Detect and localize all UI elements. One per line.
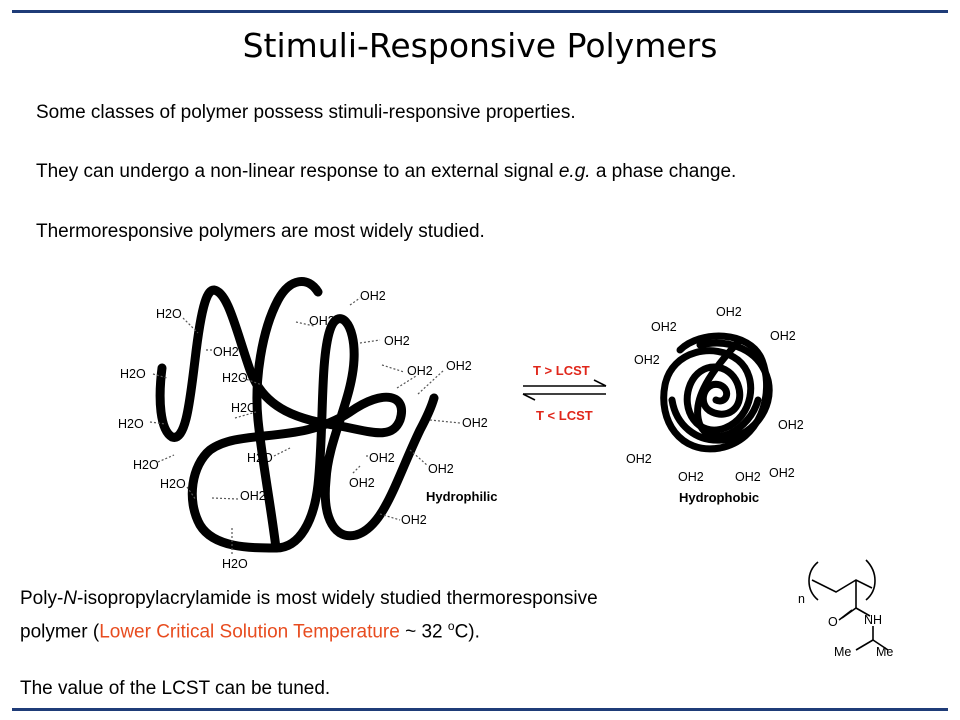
hydrogen-bond-dots (149, 297, 461, 555)
water-h2o: H2O (133, 458, 159, 472)
water-h2o: H2O (160, 477, 186, 491)
slide-title: Stimuli-Responsive Polymers (242, 26, 718, 65)
pnipam-structure (808, 559, 889, 651)
carbonyl-oxygen: O (828, 615, 838, 629)
hydrophobic-label: Hydrophobic (679, 490, 759, 505)
bottom-line-1-n: N (63, 588, 78, 609)
bottom-line-1-a: Poly- (20, 588, 64, 609)
reverse-condition: T < LCST (536, 408, 593, 423)
water-oh2: OH2 (770, 329, 796, 343)
water-oh2: OH2 (384, 334, 410, 348)
water-h2o: H2O (231, 401, 257, 415)
water-h2o: H2O (247, 451, 273, 465)
bottom-line-3: The value of the LCST can be tuned. (20, 678, 331, 699)
hydrophilic-label: Hydrophilic (426, 489, 498, 504)
intro-line-2-a: They can undergo a non-linear response t… (36, 161, 559, 182)
water-oh2: OH2 (462, 416, 488, 430)
bottom-line-2: polymer (Lower Critical Solution Tempera… (20, 619, 480, 643)
water-oh2: OH2 (401, 513, 427, 527)
bottom-line-2-c: C). (454, 621, 480, 643)
water-oh2: OH2 (309, 314, 335, 328)
water-oh2: OH2 (446, 359, 472, 373)
water-h2o: H2O (222, 557, 248, 571)
intro-line-3: Thermoresponsive polymers are most widel… (36, 221, 485, 242)
water-oh2: OH2 (369, 451, 395, 465)
water-oh2: OH2 (407, 364, 433, 378)
water-oh2: OH2 (651, 320, 677, 334)
bottom-line-2-b: ~ 32 (399, 621, 448, 643)
water-oh2: OH2 (634, 353, 660, 367)
intro-line-2-b: a phase change. (590, 161, 737, 182)
water-oh2: OH2 (240, 489, 266, 503)
water-oh2: OH2 (213, 345, 239, 359)
water-h2o: H2O (118, 417, 144, 431)
methyl-right: Me (876, 645, 893, 659)
water-molecules-hydrophilic: H2O OH2 H2O H2O H2O H2O H2O H2O H2O OH2 … (118, 289, 488, 571)
water-h2o: H2O (120, 367, 146, 381)
water-oh2: OH2 (349, 476, 375, 490)
top-rule (12, 10, 948, 13)
water-oh2: OH2 (360, 289, 386, 303)
amide-nh: NH (864, 613, 882, 627)
water-oh2: OH2 (769, 466, 795, 480)
water-h2o: H2O (222, 371, 248, 385)
equilibrium-arrows: T > LCST T < LCST (522, 363, 607, 423)
collapsed-globule (660, 332, 773, 453)
intro-line-2: They can undergo a non-linear response t… (36, 161, 736, 183)
intro-line-1: Some classes of polymer possess stimuli-… (36, 102, 576, 123)
water-oh2: OH2 (428, 462, 454, 476)
repeat-n: n (798, 592, 805, 606)
bottom-line-2-a: polymer ( (20, 621, 100, 643)
lcst-term: Lower Critical Solution Temperature (99, 621, 400, 643)
bottom-rule (12, 708, 948, 711)
water-oh2: OH2 (735, 470, 761, 484)
extended-coil (155, 277, 439, 553)
bottom-line-1-b: -isopropylacrylamide is most widely stud… (77, 588, 598, 609)
forward-condition: T > LCST (533, 363, 590, 378)
intro-line-2-eg: e.g. (558, 161, 591, 182)
water-oh2: OH2 (626, 452, 652, 466)
water-oh2: OH2 (778, 418, 804, 432)
water-oh2: OH2 (716, 305, 742, 319)
methyl-left: Me (834, 645, 851, 659)
water-h2o: H2O (156, 307, 182, 321)
water-oh2: OH2 (678, 470, 704, 484)
bottom-line-1: Poly-N-isopropylacrylamide is most widel… (20, 588, 598, 610)
degree-sup: o (447, 619, 455, 633)
water-molecules-hydrophobic: OH2 OH2 OH2 OH2 OH2 OH2 OH2 OH2 OH2 (626, 305, 804, 484)
